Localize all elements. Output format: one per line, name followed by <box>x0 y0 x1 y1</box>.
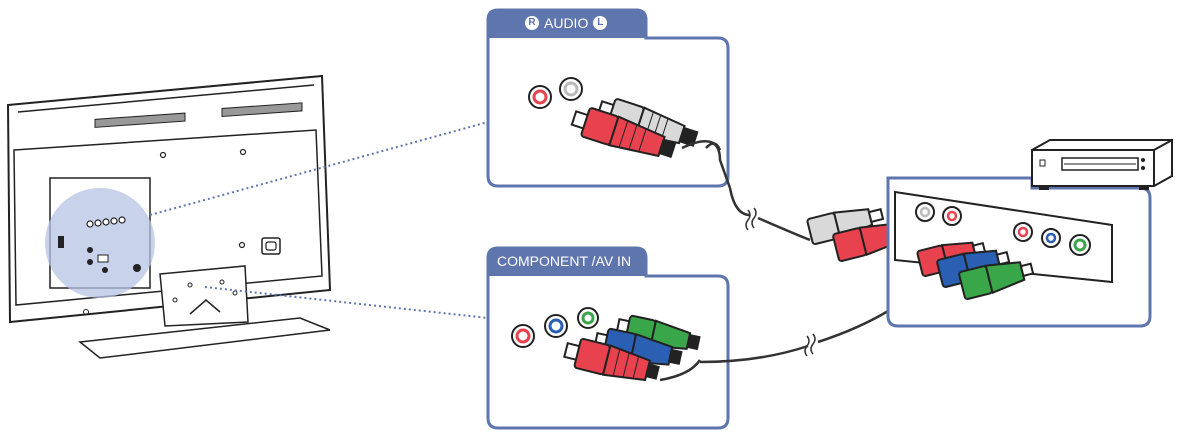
tv-port-highlight <box>45 188 155 298</box>
audio-panel-label: R AUDIO L <box>525 12 608 34</box>
component-panel <box>486 246 730 430</box>
audio-red-plug <box>570 107 677 159</box>
audio-left-marker: L <box>593 16 608 30</box>
dvd-player-icon <box>1031 139 1173 190</box>
audio-right-marker: R <box>525 16 539 30</box>
device-connection-panel <box>886 176 1152 328</box>
component-red-plug <box>563 337 660 382</box>
callout-lines <box>149 121 489 319</box>
component-label-text: COMPONENT /AV IN <box>497 253 632 269</box>
audio-panel <box>486 8 732 189</box>
component-panel-label: COMPONENT /AV IN <box>497 250 631 272</box>
cable-break-symbol <box>745 207 816 357</box>
audio-label-text: AUDIO <box>544 15 589 31</box>
